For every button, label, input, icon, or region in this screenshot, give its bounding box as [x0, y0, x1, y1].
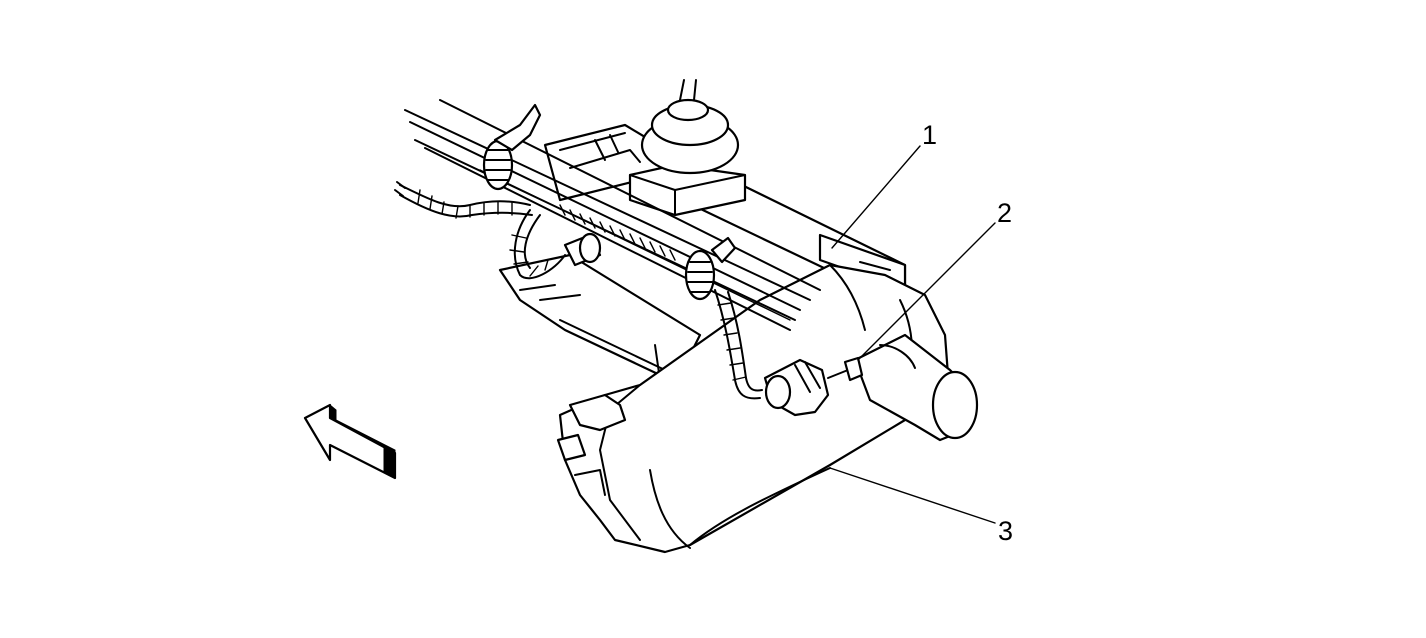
wiring-harness — [394, 181, 602, 280]
transmission-housing — [556, 263, 979, 554]
callout-number-1: 1 — [922, 120, 937, 150]
front-direction-arrow-icon — [303, 403, 397, 480]
leader-line-2 — [857, 222, 996, 361]
callout-number-3: 3 — [998, 516, 1013, 546]
egr-valve — [628, 79, 747, 217]
speed-sensor — [763, 356, 864, 417]
leader-line-3 — [829, 467, 996, 524]
sensor-harness — [714, 289, 763, 400]
callout-number-2: 2 — [997, 198, 1012, 228]
cable-clamp-lower — [684, 236, 737, 301]
leader-line-1 — [831, 145, 921, 249]
cable-clamp-upper — [482, 103, 542, 191]
callout-leaders — [829, 145, 996, 524]
bell-housing — [498, 253, 702, 381]
